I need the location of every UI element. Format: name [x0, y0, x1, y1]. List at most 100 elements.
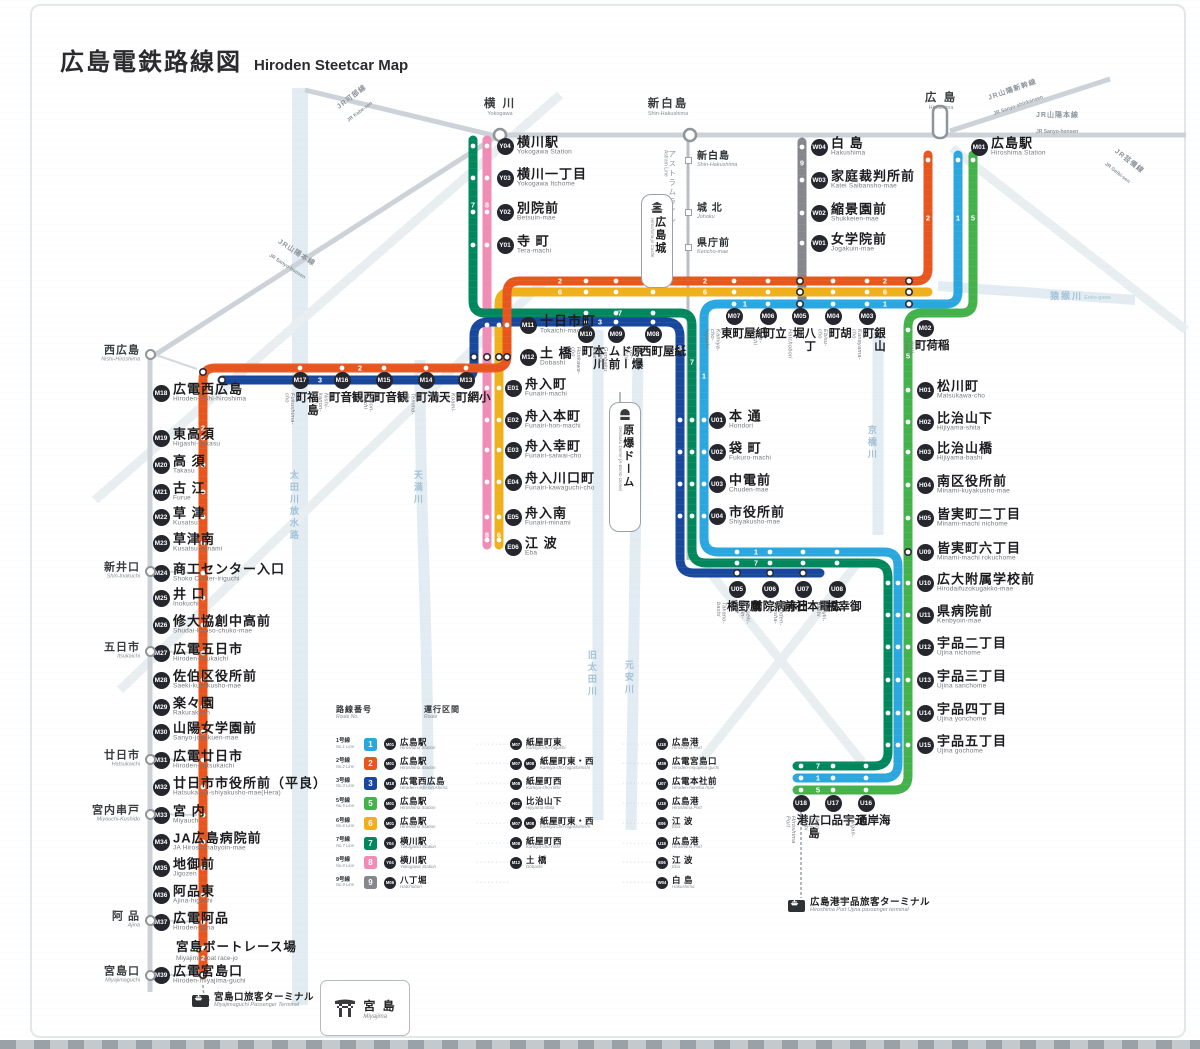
station-name-ja: 井 口 — [173, 586, 206, 602]
legend-line-badge: 8 — [364, 856, 377, 870]
station-name-en: Koami-cho — [443, 393, 456, 413]
station-name-en: Moto-ujina-guchi — [802, 816, 820, 832]
station-name-en: Hakushima — [831, 149, 866, 157]
station-id-badge: W02 — [810, 204, 828, 222]
jr-station-circle — [144, 753, 156, 765]
map-frame — [30, 4, 1186, 1038]
map-label-text: 京橋川 — [866, 425, 877, 461]
station-id-badge: M13 — [457, 371, 475, 389]
station-id-badge: E06 — [504, 538, 522, 556]
jr-station-name-ja: 廿日市 — [104, 749, 140, 762]
jr-station-name-en: Miyajimaguchi — [105, 976, 140, 983]
station-name-en: Ebisu-cho — [816, 329, 829, 347]
legend-dots: ·········· — [622, 800, 656, 808]
ferry-name-ja: 広島港宇品旅客ターミナル — [810, 897, 931, 908]
station-name-en: Hiroden-hatsukaichi — [173, 762, 235, 770]
station-name-en: Shukkeien-mae — [831, 215, 879, 223]
station-name-en: Kaigan-dori — [843, 816, 856, 838]
station-name-en: Inokuchi — [173, 600, 199, 608]
station-id-badge: M14 — [417, 371, 435, 389]
station-name-en: Ujina gochome — [937, 747, 983, 755]
station-id-badge: E05 — [504, 508, 522, 526]
station-name-ja: 宇品四丁目 — [937, 701, 1008, 717]
station-name-en: Minami-machi rokuchome — [937, 554, 1016, 562]
legend-line-badge: 5 — [364, 797, 377, 811]
station-name-ja: 天満町 — [414, 391, 450, 404]
jr-station-markers — [492, 104, 949, 143]
station-id-badge: U12 — [916, 638, 934, 656]
jr-station-circle — [144, 914, 156, 926]
map-label-text: 新白島 — [647, 98, 689, 110]
station-name-ja: 原爆ドーム前 — [607, 345, 643, 371]
station-name-en: Rakurakuen — [173, 709, 211, 717]
map-label: 天満川 — [412, 470, 423, 506]
station-id-badge: M08 — [644, 325, 662, 343]
station-name-ja: 楽々園 — [173, 695, 216, 711]
line-number-badge: 2 — [925, 213, 931, 223]
station-name-ja: 広島駅 — [991, 135, 1034, 151]
station-id-badge: M31 — [152, 751, 170, 769]
line-number-badge: 7 — [815, 761, 821, 771]
station-name-en: Hiroden-miyajima-guchi — [173, 977, 246, 985]
line-number-badge: 1 — [701, 371, 707, 381]
station-name-en: Hiroden-ajina — [173, 924, 215, 932]
map-label-text: アストラムライン — [667, 150, 677, 226]
legend-dots: ·········· — [476, 760, 510, 768]
station-name-ja: 古 江 — [173, 480, 206, 496]
station-name-ja: 横川駅 — [517, 134, 560, 150]
astram-station-name-ja: 城 北 — [697, 202, 723, 214]
station-id-badge: M22 — [152, 508, 170, 526]
line-number-badge: 1 — [753, 547, 759, 557]
station-id-badge: U18 — [792, 794, 810, 812]
line-number-badge: 9 — [799, 158, 805, 168]
station-id-badge: M36 — [152, 886, 170, 904]
station-name-ja: 広電宮島口 — [173, 963, 244, 979]
station-id-badge: M32 — [152, 778, 170, 796]
astram-station-name-en: Kencho-mae — [697, 248, 729, 255]
line-number-badge: 2 — [557, 276, 563, 286]
station-name-ja: 草津南 — [173, 531, 216, 547]
station-name-ja: 広電西広島 — [173, 381, 244, 397]
station-id-badge: M15 — [375, 371, 393, 389]
station-name-ja: 福島町 — [294, 391, 319, 417]
jr-station-name-ja: 宮島口 — [104, 965, 140, 978]
station-name-en: Kamiya-cho-nishi — [622, 347, 640, 370]
station-id-badge: U01 — [708, 411, 726, 429]
map-title: 広島電鉄路線図 Hiroden Steetcar Map — [60, 42, 408, 77]
station-name-ja: 宇品三丁目 — [937, 668, 1008, 684]
station-name-en: Miyuki-bashi — [814, 602, 827, 622]
legend-dots: ·········· — [476, 800, 510, 808]
astram-station-name-en: Johoku — [697, 213, 715, 220]
station-id-badge: M33 — [152, 806, 170, 824]
legend-dots: ·········· — [622, 740, 656, 748]
station-name-ja: 広電五日市 — [173, 641, 244, 657]
jr-station-circle — [144, 645, 156, 657]
station-name-ja: 別院前 — [517, 200, 560, 216]
station-name-ja: 皆実町六丁目 — [937, 540, 1022, 556]
